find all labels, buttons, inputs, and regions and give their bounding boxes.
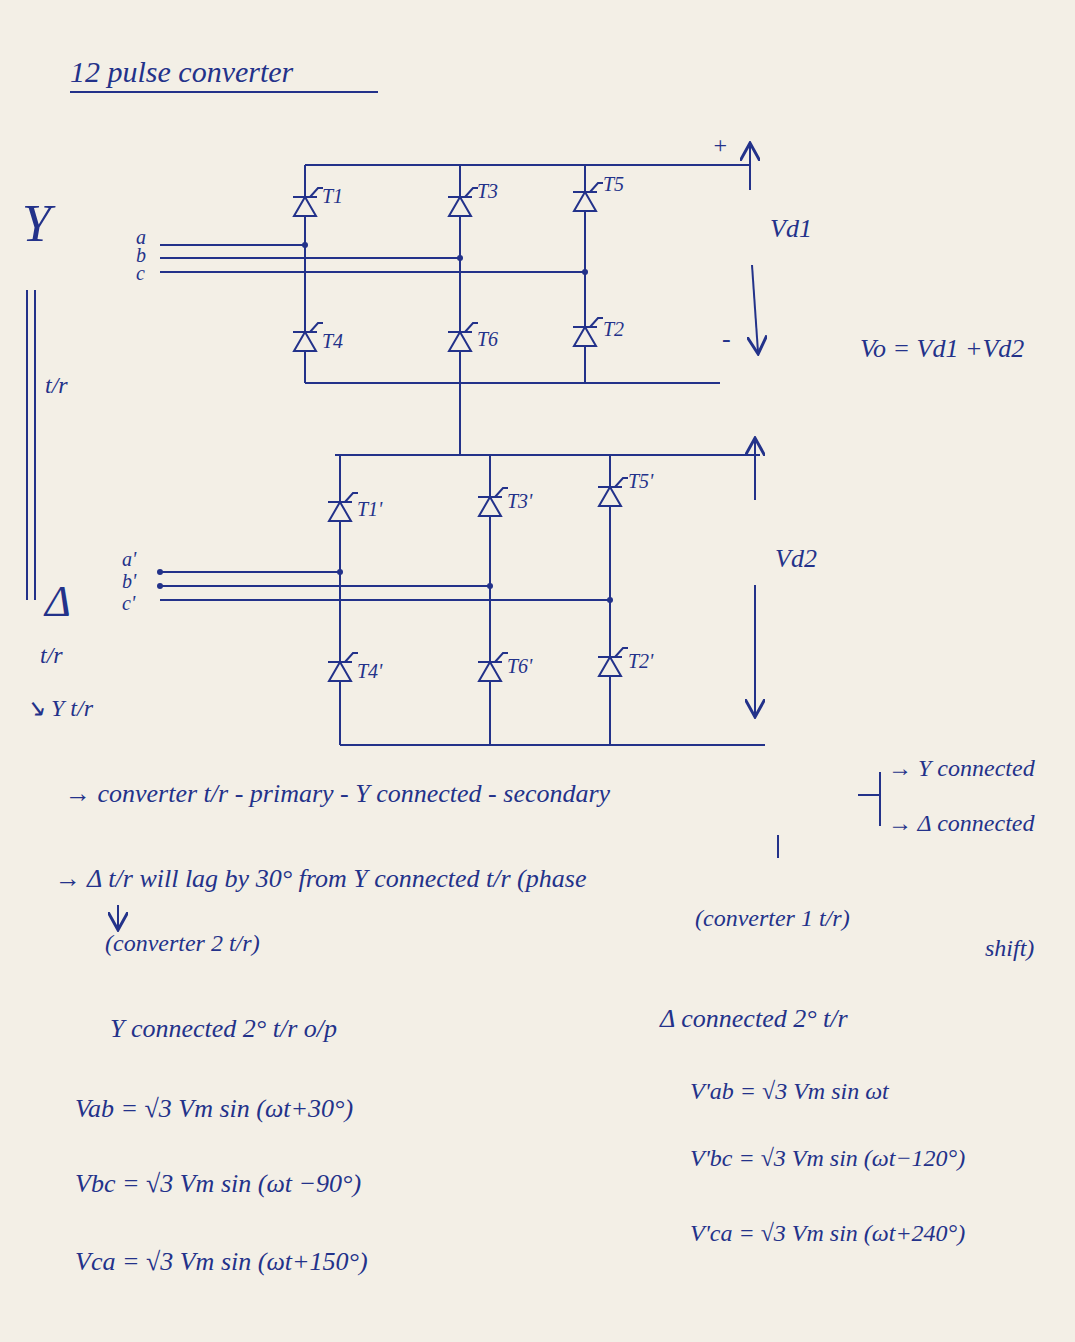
note-line: → Δ connected [888,810,1035,836]
phase-name: c' [122,592,135,614]
thyristor-name: T1 [322,185,343,207]
thyristor-name: T2 [603,318,624,340]
phase-name: b' [122,570,136,592]
transformer-symbol: Y [22,195,51,252]
note-line: → Y connected [888,755,1035,781]
transformer-symbol: Δ [45,578,71,626]
equation: V'ab = √3 Vm sin ωt [690,1078,889,1104]
thyristor-name: T5 [603,173,624,195]
thyristor-name: T2' [628,650,653,672]
thyristor-name: T4' [357,660,382,682]
thyristor-name: T6 [477,328,498,350]
voltage-equation: Vo = Vd1 +Vd2 [860,335,1024,364]
note-line: → Δ t/r will lag by 30° from Y connected… [55,865,586,894]
thyristor-name: T4 [322,330,343,352]
transformer-label: t/r [40,642,63,668]
thyristor-name: T3 [477,180,498,202]
phase-name: a' [122,548,136,570]
thyristor-name: T6' [507,655,532,677]
thyristor-name: T5' [628,470,653,492]
note-line: → converter t/r - primary - Y connected … [65,780,610,809]
note-heading: Y connected 2° t/r o/p [110,1015,337,1044]
transformer-label: t/r [45,372,68,398]
equation: Vbc = √3 Vm sin (ωt −90°) [75,1170,361,1199]
equation: V'ca = √3 Vm sin (ωt+240°) [690,1220,965,1246]
polarity-sign: - [722,325,731,354]
thyristor-name: T1' [357,498,382,520]
page-title: 12 pulse converter [70,55,293,88]
note-line: shift) [985,935,1034,961]
note-heading: Δ connected 2° t/r [660,1005,848,1034]
polarity-sign: + [712,132,728,158]
equation: V'bc = √3 Vm sin (ωt−120°) [690,1145,965,1171]
equation: Vab = √3 Vm sin (ωt+30°) [75,1095,353,1124]
phase-name: c [136,262,145,284]
voltage-name: Vd1 [770,215,812,244]
note-line: (converter 2 t/r) [105,930,260,956]
thyristor-name: T3' [507,490,532,512]
equation: Vca = √3 Vm sin (ωt+150°) [75,1248,368,1277]
voltage-name: Vd2 [775,545,817,574]
transformer-label: ↘ Y t/r [25,695,93,721]
note-line: (converter 1 t/r) [695,905,850,931]
